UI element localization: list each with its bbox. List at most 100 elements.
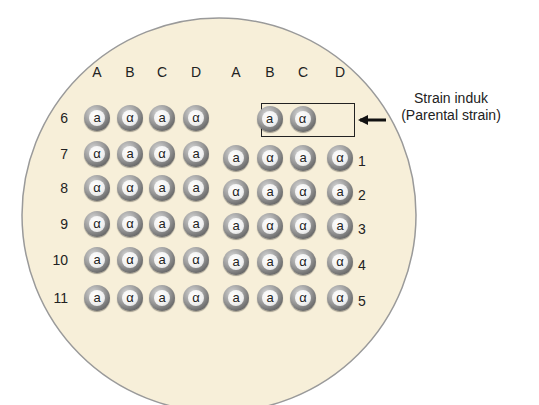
mating-type: α <box>89 180 105 196</box>
yeast-colony: α <box>183 285 209 311</box>
yeast-colony: α <box>257 145 283 171</box>
yeast-colony: a <box>183 175 209 201</box>
yeast-colony: a <box>257 249 283 275</box>
yeast-colony: α <box>117 285 143 311</box>
yeast-colony: a <box>183 141 209 167</box>
mating-type: α <box>262 218 278 234</box>
column-letter: A <box>92 64 101 80</box>
yeast-colony: α <box>257 213 283 239</box>
mating-type: α <box>122 290 138 306</box>
mating-type: a <box>154 252 170 268</box>
column-letter: D <box>191 64 201 80</box>
mating-type: a <box>154 216 170 232</box>
mating-type: a <box>188 180 204 196</box>
yeast-colony: a <box>149 285 175 311</box>
mating-type: a <box>89 290 105 306</box>
yeast-colony: α <box>290 106 316 132</box>
yeast-colony: a <box>257 285 283 311</box>
mating-type: α <box>332 150 348 166</box>
yeast-colony: α <box>327 145 353 171</box>
yeast-colony: α <box>117 175 143 201</box>
yeast-colony: a <box>84 285 110 311</box>
yeast-colony: α <box>327 249 353 275</box>
yeast-colony: α <box>117 105 143 131</box>
yeast-colony: a <box>223 213 249 239</box>
parental-box: Strain induk (Parental strain)aα <box>261 103 355 137</box>
yeast-colony: α <box>117 247 143 273</box>
mating-type: a <box>154 110 170 126</box>
yeast-colony: α <box>223 179 249 205</box>
yeast-colony: a <box>257 106 283 132</box>
parental-label: Strain induk (Parental strain) <box>386 90 516 124</box>
pointer-arrow <box>360 119 386 122</box>
dish-outline <box>22 18 416 405</box>
mating-type: a <box>332 184 348 200</box>
column-letter: C <box>298 64 308 80</box>
mating-type: α <box>122 252 138 268</box>
yeast-colony: α <box>327 285 353 311</box>
yeast-colony: a <box>149 211 175 237</box>
yeast-colony: α <box>183 247 209 273</box>
yeast-colony: a <box>117 141 143 167</box>
column-letter: A <box>231 64 240 80</box>
row-number: 4 <box>358 257 366 273</box>
yeast-colony: a <box>149 175 175 201</box>
column-letter: C <box>157 64 167 80</box>
mating-type: α <box>154 146 170 162</box>
row-number: 5 <box>358 293 366 309</box>
mating-type: a <box>154 180 170 196</box>
yeast-colony: α <box>117 211 143 237</box>
mating-type: α <box>89 216 105 232</box>
mating-type: a <box>122 146 138 162</box>
mating-type: a <box>262 184 278 200</box>
mating-type: α <box>332 254 348 270</box>
row-number: 11 <box>53 290 68 306</box>
row-number: 8 <box>60 180 68 196</box>
yeast-colony: a <box>327 179 353 205</box>
mating-type: α <box>122 110 138 126</box>
row-number: 1 <box>358 153 366 169</box>
row-number: 7 <box>60 146 68 162</box>
yeast-colony: a <box>327 213 353 239</box>
yeast-colony: a <box>149 105 175 131</box>
mating-type: α <box>295 254 311 270</box>
mating-type: a <box>89 252 105 268</box>
mating-type: a <box>89 110 105 126</box>
mating-type: α <box>89 146 105 162</box>
mating-type: a <box>262 290 278 306</box>
row-number: 10 <box>52 252 68 268</box>
yeast-colony: a <box>84 247 110 273</box>
mating-type: α <box>295 290 311 306</box>
mating-type: α <box>262 150 278 166</box>
row-number: 2 <box>358 187 366 203</box>
mating-type: a <box>188 146 204 162</box>
column-letter: B <box>265 64 274 80</box>
mating-type: a <box>332 218 348 234</box>
yeast-colony: a <box>183 211 209 237</box>
mating-type: a <box>295 150 311 166</box>
row-number: 9 <box>60 216 68 232</box>
column-letter: B <box>125 64 134 80</box>
mating-type: a <box>262 254 278 270</box>
mating-type: a <box>228 254 244 270</box>
yeast-colony: α <box>149 141 175 167</box>
yeast-colony: a <box>223 285 249 311</box>
mating-type: α <box>188 252 204 268</box>
yeast-colony: a <box>223 249 249 275</box>
mating-type: a <box>228 290 244 306</box>
yeast-colony: α <box>84 175 110 201</box>
mating-type: α <box>295 218 311 234</box>
mating-type: a <box>228 150 244 166</box>
mating-type: α <box>188 110 204 126</box>
row-number: 3 <box>358 221 366 237</box>
mating-type: α <box>332 290 348 306</box>
mating-type: a <box>262 111 278 127</box>
mating-type: α <box>295 184 311 200</box>
yeast-colony: α <box>290 213 316 239</box>
yeast-colony: α <box>290 249 316 275</box>
yeast-colony: a <box>223 145 249 171</box>
yeast-colony: α <box>290 179 316 205</box>
yeast-colony: α <box>183 105 209 131</box>
yeast-colony: a <box>84 105 110 131</box>
